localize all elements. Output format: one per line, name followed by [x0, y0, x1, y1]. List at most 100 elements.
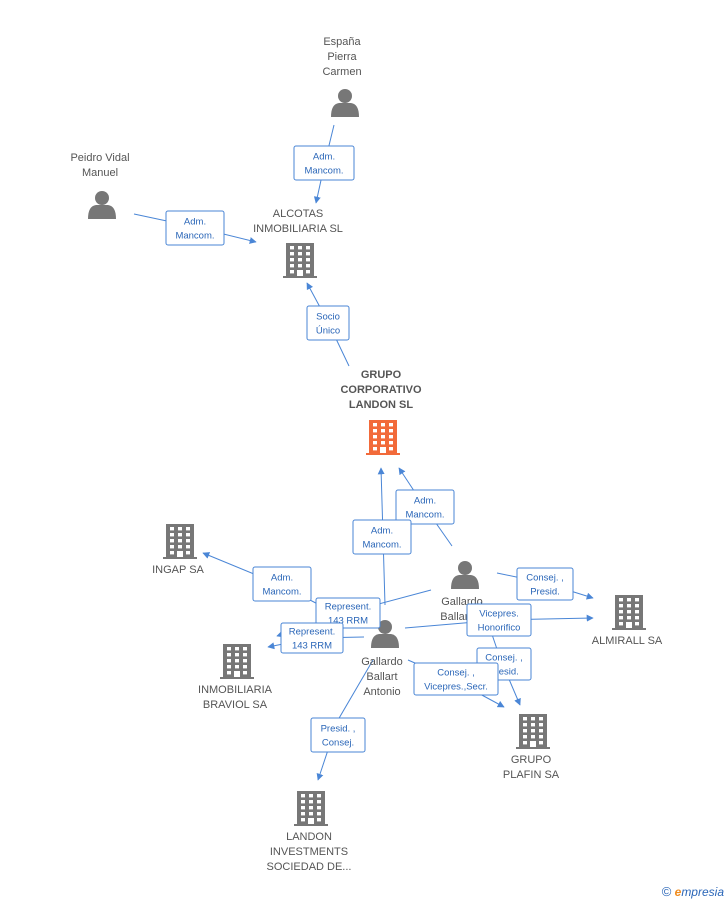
building-window	[290, 270, 294, 274]
building-window	[309, 806, 313, 810]
node-label: INGAP SA	[152, 564, 204, 576]
edge-label-text: Adm.	[414, 496, 436, 507]
building-base	[612, 628, 646, 630]
copyright-symbol: ©	[661, 884, 672, 899]
building-icon	[612, 595, 646, 630]
building-window	[290, 264, 294, 268]
building-window	[235, 659, 239, 663]
person-icon	[371, 620, 399, 648]
person-body	[371, 634, 399, 648]
edge-label-box[interactable]: Adm.Mancom.	[165, 210, 225, 246]
building-window	[306, 252, 310, 256]
building-door	[530, 741, 536, 748]
edge-label-text: Vicepres.	[479, 609, 518, 620]
building-window	[539, 735, 543, 739]
building-window	[298, 264, 302, 268]
person-head	[458, 561, 472, 575]
building-window	[627, 616, 631, 620]
building-window	[186, 539, 190, 543]
building-door	[380, 447, 386, 454]
edge-label-box[interactable]: Represent.143 RRM	[315, 597, 381, 629]
building-door	[177, 551, 183, 558]
node-label: INMOBILIARIA	[198, 684, 273, 696]
building-window	[290, 252, 294, 256]
building-icon	[366, 420, 400, 455]
building-icon	[220, 644, 254, 679]
building-window	[306, 246, 310, 250]
building-window	[627, 598, 631, 602]
edge-label-box[interactable]: Consej. ,Presid.	[516, 567, 574, 601]
building-window	[619, 616, 623, 620]
empresia-logo: © empresia	[662, 884, 724, 899]
building-window	[301, 794, 305, 798]
node-label: ALCOTAS	[273, 208, 324, 220]
building-window	[306, 264, 310, 268]
edge-label-box[interactable]: Presid. ,Consej.	[310, 717, 366, 753]
edge-label-text: Socio	[316, 312, 340, 323]
edge-label-frame	[413, 662, 499, 696]
building-window	[619, 610, 623, 614]
building-window	[170, 551, 174, 555]
building-window	[186, 551, 190, 555]
building-window	[317, 806, 321, 810]
edge-label-text: Consej. ,	[485, 653, 523, 664]
building-window	[523, 717, 527, 721]
building-window	[635, 598, 639, 602]
building-window	[635, 610, 639, 614]
building-window	[243, 671, 247, 675]
building-window	[389, 435, 393, 439]
node-label: Carmen	[322, 66, 361, 78]
edge-label-frame	[280, 622, 344, 654]
edge-label-text: Único	[316, 326, 340, 337]
edge-label-box[interactable]: Vicepres.Honorifico	[466, 603, 532, 637]
building-window	[531, 729, 535, 733]
edge-label-text: Presid.	[489, 667, 519, 678]
edge-label-text: Presid. ,	[321, 724, 356, 735]
building-window	[373, 441, 377, 445]
edge-label-box[interactable]: Adm. Mancom.	[252, 566, 312, 602]
building-window	[306, 270, 310, 274]
edge-label-text: Adm.	[271, 573, 293, 584]
edge-label-text: Mancom.	[262, 587, 301, 598]
building-base	[283, 276, 317, 278]
node-gallardo1[interactable]: GallardoBallart ...	[440, 561, 484, 623]
node-label: PLAFIN SA	[503, 769, 560, 781]
building-window	[235, 653, 239, 657]
building-window	[373, 423, 377, 427]
building-window	[301, 818, 305, 822]
node-ingap[interactable]: INGAP SA	[152, 524, 205, 576]
edge-label-text: Vicepres.,Secr.	[424, 682, 488, 693]
building-window	[178, 533, 182, 537]
building-window	[178, 539, 182, 543]
edge-label-box[interactable]: Adm.Mancom.	[395, 489, 455, 525]
node-label: Manuel	[82, 167, 118, 179]
building-window	[186, 533, 190, 537]
building-window	[635, 622, 639, 626]
person-icon	[88, 191, 116, 219]
node-label: GRUPO	[361, 369, 402, 381]
building-window	[389, 441, 393, 445]
building-window	[317, 812, 321, 816]
person-body	[331, 103, 359, 117]
building-window	[298, 246, 302, 250]
edge-label-box[interactable]: Consej. ,Vicepres.,Secr.	[413, 662, 499, 696]
edge-label-text: Represent.	[289, 627, 335, 638]
building-window	[227, 647, 231, 651]
edge-label-box[interactable]: Represent.143 RRM	[280, 622, 344, 654]
building-door	[234, 671, 240, 678]
node-almirall[interactable]: ALMIRALL SA	[592, 595, 663, 647]
building-window	[298, 252, 302, 256]
node-label: Peidro Vidal	[70, 152, 129, 164]
edge-label-box[interactable]: Adm.Mancom.	[293, 145, 355, 181]
building-window	[381, 441, 385, 445]
edge-label-box[interactable]: Adm.Mancom.	[352, 519, 412, 555]
